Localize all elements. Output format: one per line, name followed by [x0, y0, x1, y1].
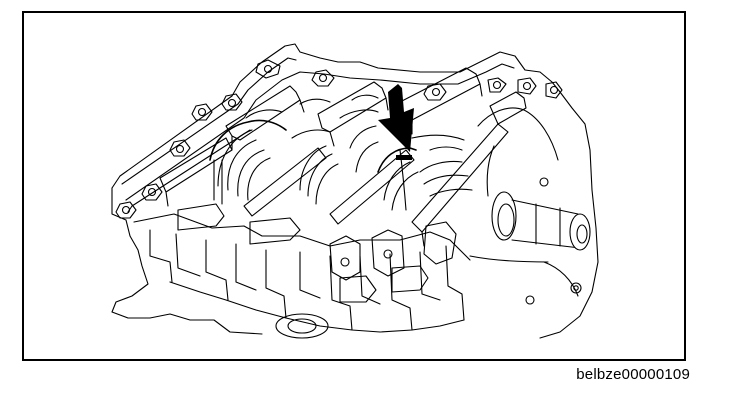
crankcase-outline: [111, 43, 599, 339]
top-deck: [115, 59, 563, 219]
bearing-caps: [177, 203, 457, 303]
crankshaft: [209, 94, 473, 211]
bearing-cap-rails: [159, 67, 527, 247]
indicator-arrow: [378, 84, 414, 160]
lower-skirt: [133, 213, 471, 339]
crank-snout: [469, 107, 591, 305]
engine-block-illustration: [111, 43, 599, 339]
figure-code: belbze00000109: [576, 366, 690, 383]
figure-frame: [22, 11, 686, 361]
